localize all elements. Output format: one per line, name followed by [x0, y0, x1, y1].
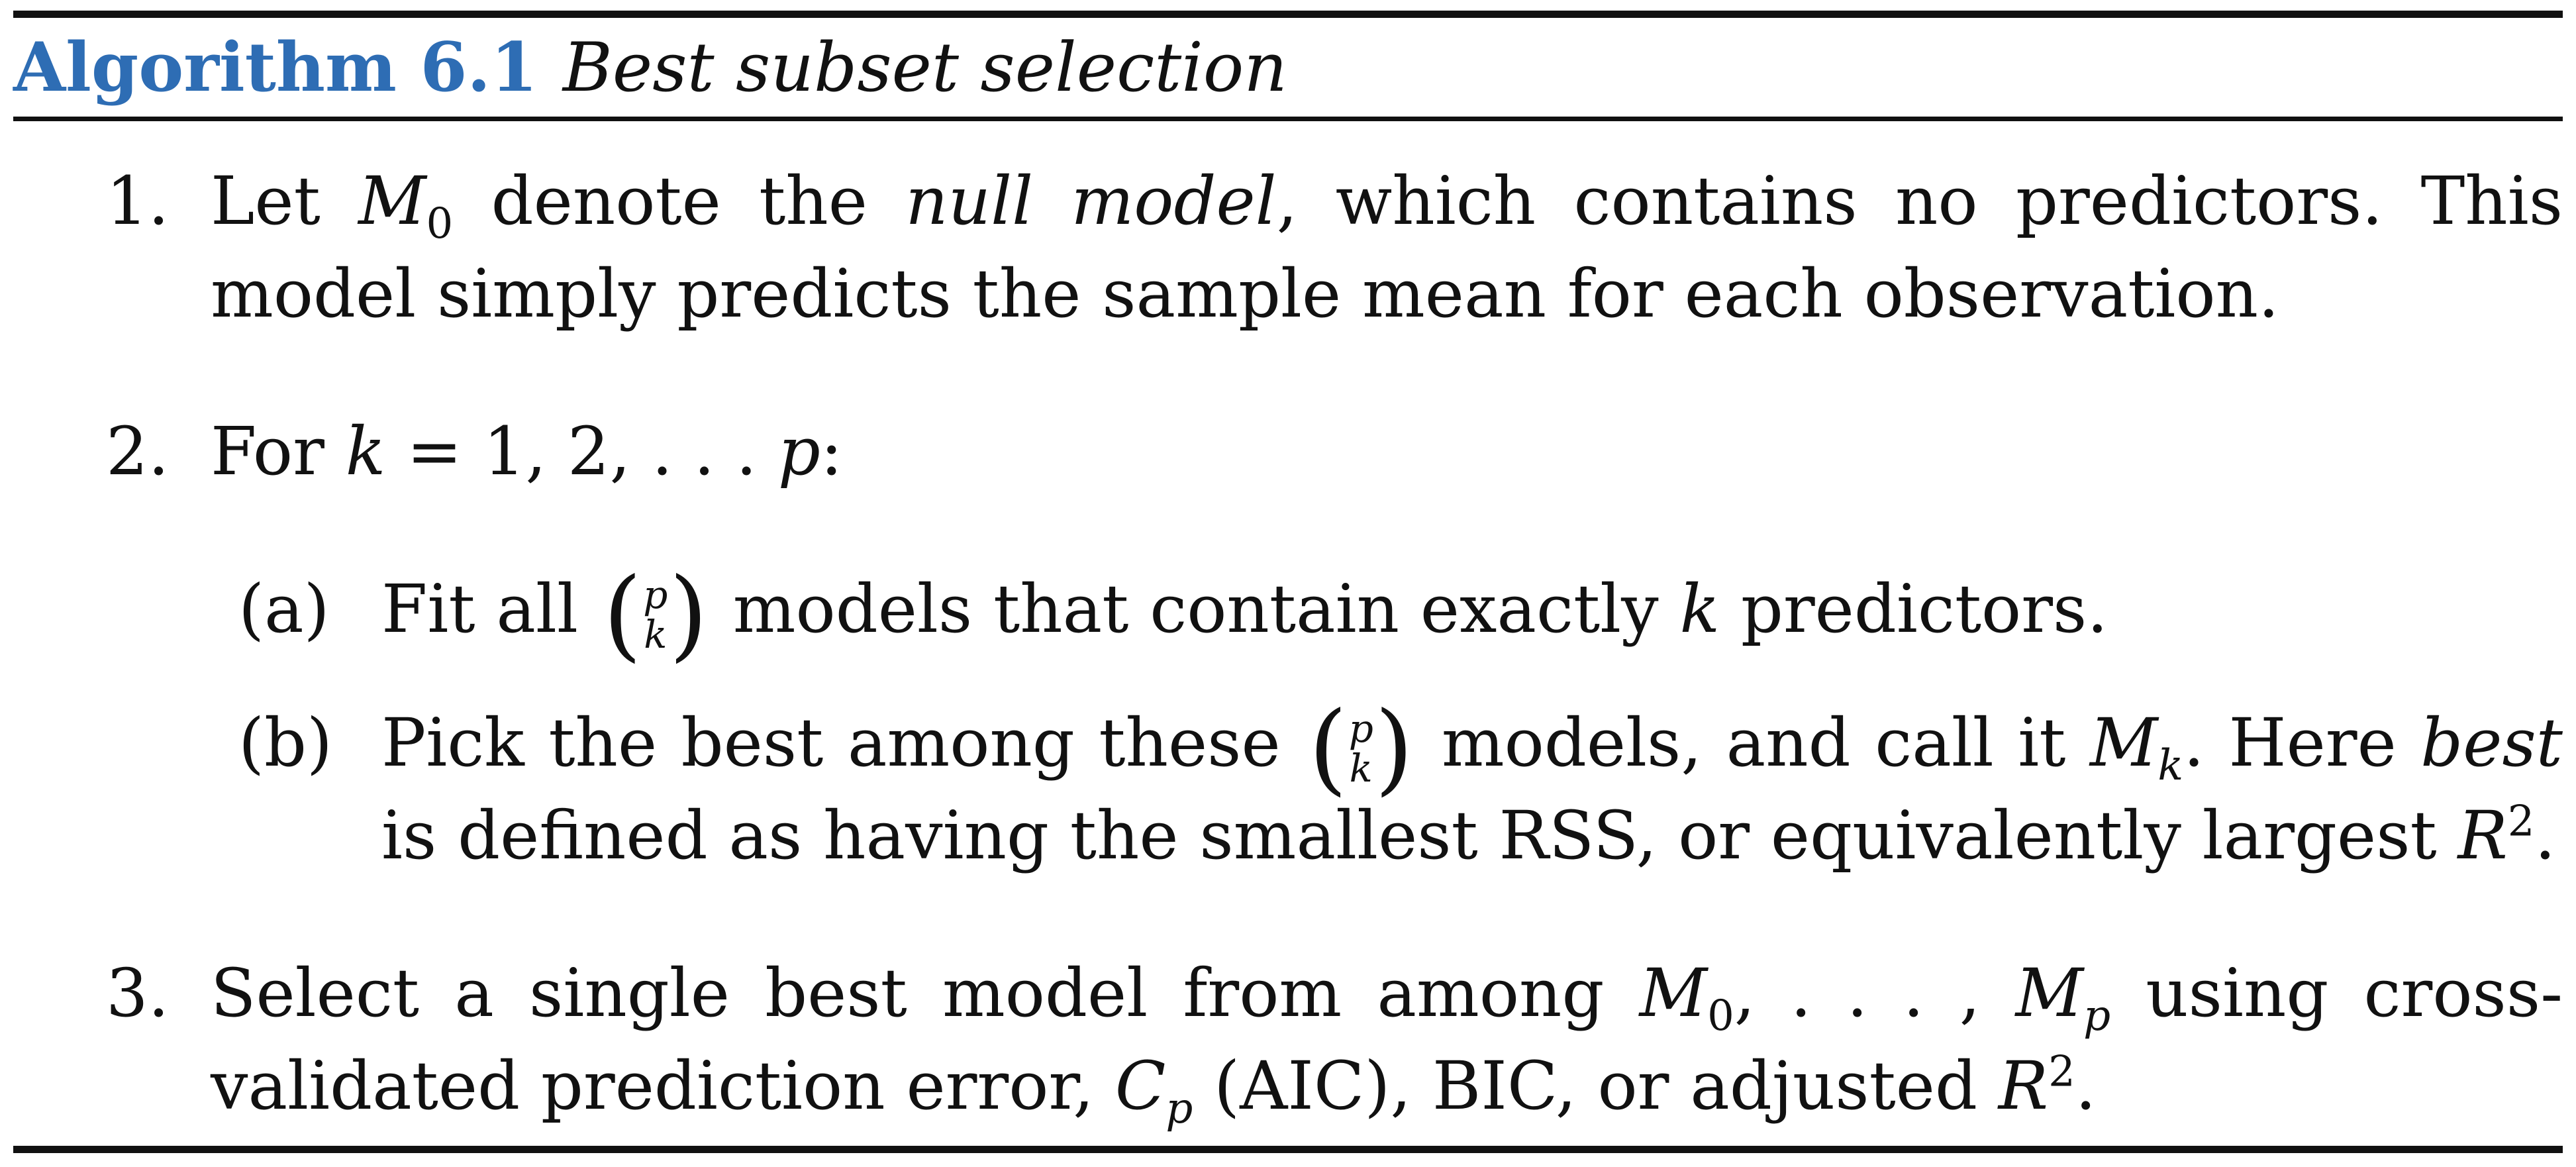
bottom-rule	[13, 1146, 2563, 1153]
step-2-line-1: For k = 1, 2, . . . p:	[211, 413, 843, 490]
step-number: 3.	[106, 954, 170, 1032]
step-3-line-2: validated prediction error, Cp (AIC), BI…	[211, 1047, 2097, 1133]
best-term: best	[2420, 704, 2563, 782]
algorithm-number: Algorithm 6.1	[13, 28, 538, 107]
step-1-line-1: Let M0 denote the null model, which cont…	[211, 162, 2563, 248]
algorithm-header: Algorithm 6.1 Best subset selection	[13, 19, 1287, 117]
model-symbol: M	[358, 162, 426, 240]
substep-label: (b)	[238, 704, 333, 782]
substep-b-line-2: is defined as having the smallest RSS, o…	[381, 797, 2556, 874]
null-model-term: null model	[905, 162, 1277, 240]
header-rule	[13, 117, 2563, 121]
step-3: 3. Select a single best model from among…	[106, 947, 2563, 1133]
step-2: 2. For k = 1, 2, . . . p:	[106, 405, 2563, 498]
step-1-line-2: model simply predicts the sample mean fo…	[211, 255, 2279, 332]
step-number: 2.	[106, 413, 170, 490]
step-1: 1. Let M0 denote the null model, which c…	[106, 155, 2563, 340]
algorithm-title: Best subset selection	[562, 28, 1287, 107]
step-3-line-1: Select a single best model from among M0…	[211, 954, 2563, 1040]
step-number: 1.	[106, 162, 170, 240]
substep-label: (a)	[238, 570, 330, 648]
top-rule	[13, 11, 2563, 18]
